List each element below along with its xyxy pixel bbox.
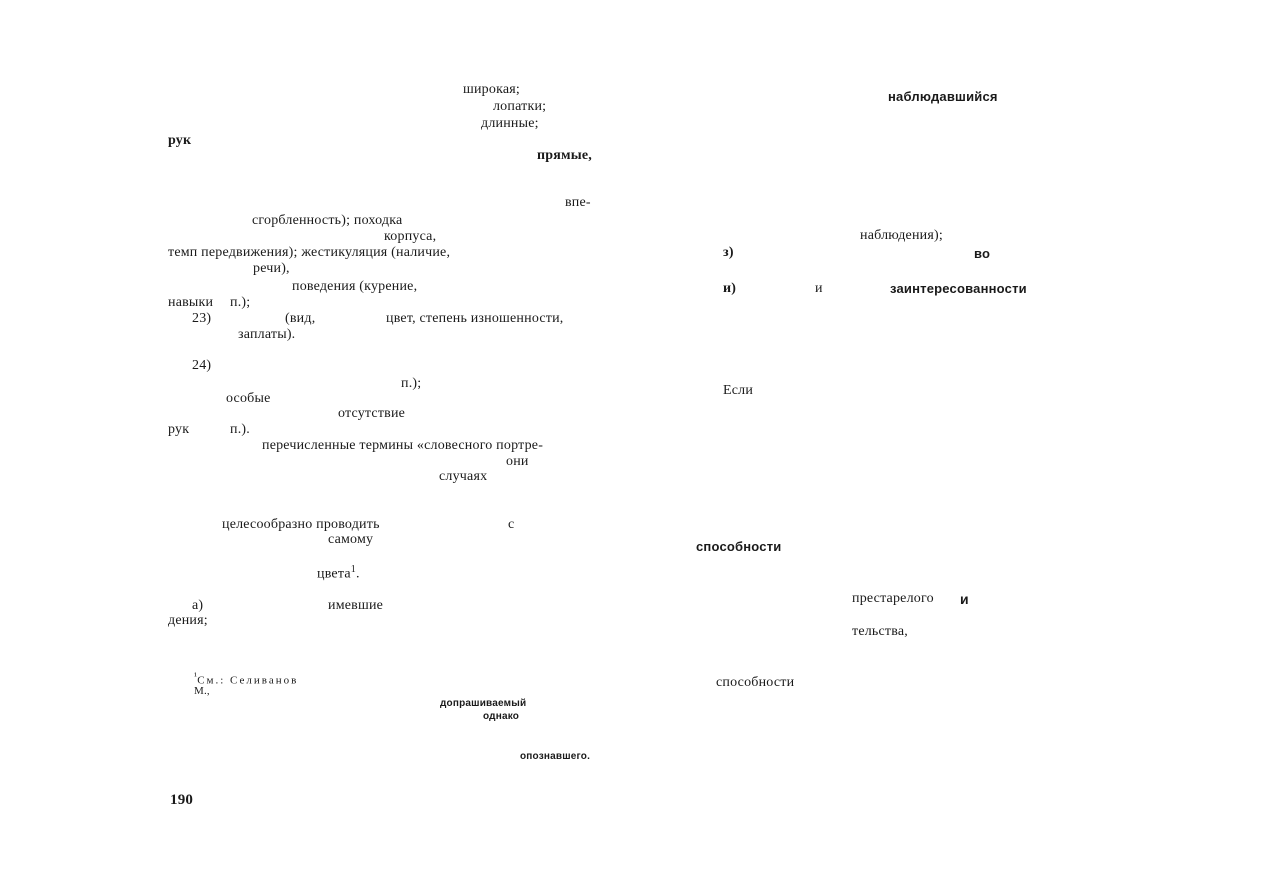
footnote-mark: ¹: [194, 671, 198, 682]
text-line: престарелого: [852, 591, 934, 606]
text-line: впе-: [565, 195, 591, 210]
text-line: прямые,: [537, 148, 593, 163]
small-text: однако: [483, 711, 520, 722]
footnote: ¹См.: Селиванов: [194, 671, 298, 688]
footnote-line: М.,: [194, 685, 210, 697]
footnote-author: См.: Селиванов: [197, 674, 299, 687]
text-line: навыки: [168, 295, 214, 310]
text-line: 24): [192, 358, 212, 373]
text-line: поведения (курение,: [292, 279, 418, 294]
text-line: рук: [168, 422, 190, 437]
text-line: с: [508, 517, 515, 532]
text-line: темп передвижения); жестикуляция (наличи…: [168, 245, 451, 260]
text-line: лопатки;: [493, 99, 547, 114]
text-line: заинтересованности: [890, 281, 1027, 296]
text-line: п.);: [230, 295, 251, 310]
text-line: они: [506, 454, 529, 469]
text-line: особые: [226, 391, 271, 406]
text-line: тельства,: [852, 624, 908, 639]
text-line: случаях: [439, 469, 488, 484]
text-line: широкая;: [463, 82, 521, 97]
text-line: (вид,: [285, 311, 316, 326]
footnote-ref: 1: [350, 564, 356, 575]
text-line: цвета1.: [317, 564, 360, 583]
text-line: корпуса,: [384, 229, 437, 244]
text-line: Если: [723, 383, 754, 398]
text-line: наблюдавшийся: [888, 89, 998, 104]
text-line: рук: [168, 133, 192, 148]
text-line: п.).: [230, 422, 250, 437]
text-line: во: [974, 246, 991, 261]
text-fragment: .: [355, 566, 360, 582]
text-line: способности: [696, 539, 782, 554]
text-line: а): [192, 598, 204, 613]
text-line: и: [815, 281, 823, 296]
text-line: и: [960, 591, 969, 607]
page-number: 190: [170, 792, 194, 808]
text-line: заплаты).: [238, 327, 296, 342]
small-text: опознавшего.: [520, 751, 591, 762]
text-line: п.);: [401, 376, 422, 391]
text-line: имевшие: [328, 598, 384, 613]
text-line: наблюдения);: [860, 228, 943, 243]
text-line: речи),: [253, 261, 290, 276]
text-line: отсутствие: [338, 406, 406, 421]
text-line: и): [723, 281, 737, 296]
text-line: самому: [328, 532, 374, 547]
text-line: длинные;: [481, 116, 539, 131]
text-line: з): [723, 245, 734, 260]
text-line: дения;: [168, 613, 208, 628]
text-line: способности: [716, 675, 795, 690]
small-text: допрашиваемый: [440, 698, 527, 709]
text-fragment: цвета: [317, 566, 351, 582]
text-line: цвет, степень изношенности,: [386, 311, 564, 326]
text-line: 23): [192, 311, 212, 326]
text-line: целесообразно проводить: [222, 517, 380, 532]
text-line: перечисленные термины «словесного портре…: [262, 438, 544, 453]
text-line: сгорбленность); походка: [252, 213, 403, 228]
